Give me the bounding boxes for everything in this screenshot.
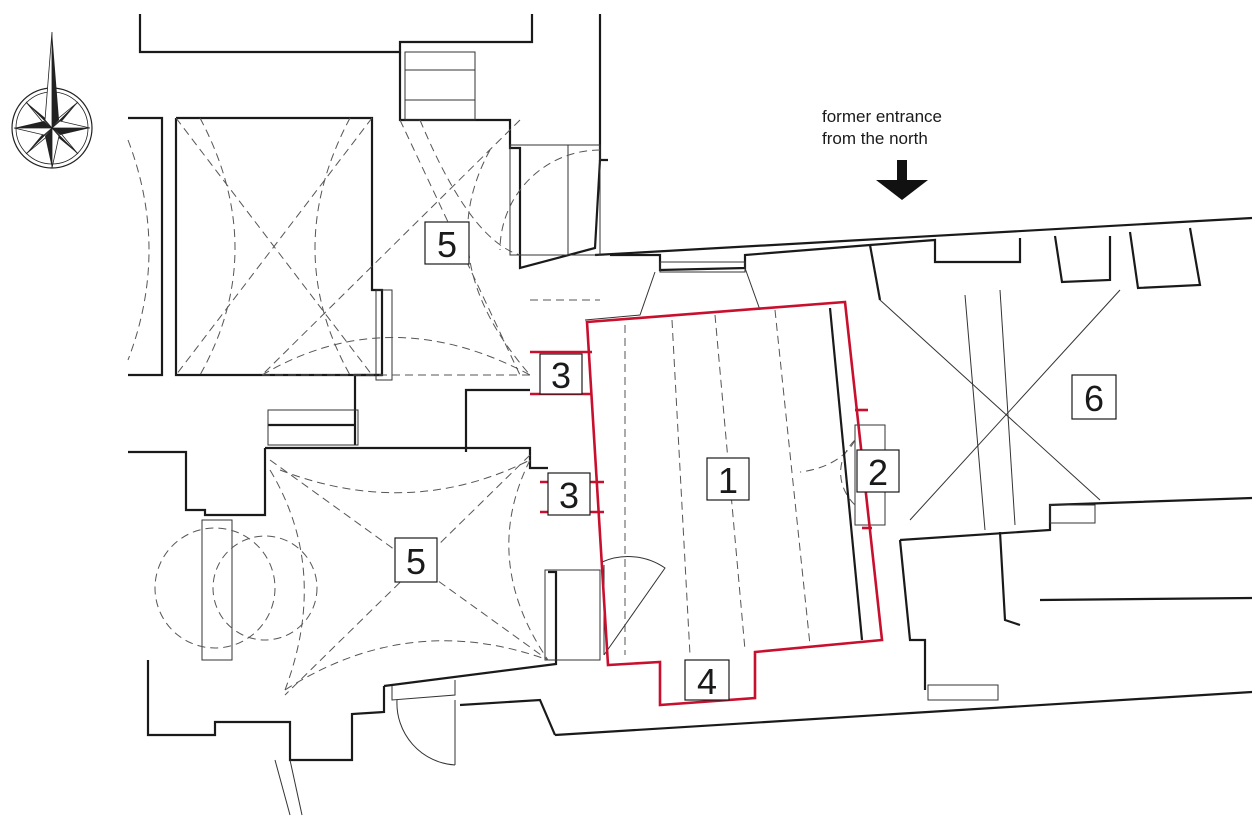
room-5b: 5 bbox=[394, 537, 438, 583]
vault-lines bbox=[127, 117, 856, 696]
svg-text:3: 3 bbox=[551, 355, 571, 396]
room-4: 4 bbox=[684, 659, 730, 702]
svg-text:2: 2 bbox=[868, 452, 888, 493]
room-3b: 3 bbox=[547, 472, 591, 516]
annotation-line-1: former entrance bbox=[822, 107, 942, 126]
door-swings bbox=[601, 556, 666, 656]
arrow-down-icon bbox=[876, 160, 928, 200]
room-3a: 3 bbox=[539, 353, 583, 396]
room-2: 2 bbox=[856, 449, 900, 493]
svg-text:1: 1 bbox=[718, 460, 738, 501]
svg-text:6: 6 bbox=[1084, 378, 1104, 419]
svg-text:3: 3 bbox=[559, 475, 579, 516]
svg-text:4: 4 bbox=[697, 661, 717, 702]
annotation-line-2: from the north bbox=[822, 129, 928, 148]
compass-rose-icon bbox=[11, 31, 93, 169]
room-5a: 5 bbox=[424, 221, 470, 265]
room-1: 1 bbox=[706, 457, 750, 501]
svg-text:5: 5 bbox=[406, 541, 426, 582]
annotation-former-entrance: former entrance from the north bbox=[822, 106, 942, 150]
room-6: 6 bbox=[1071, 374, 1117, 420]
svg-text:5: 5 bbox=[437, 224, 457, 265]
